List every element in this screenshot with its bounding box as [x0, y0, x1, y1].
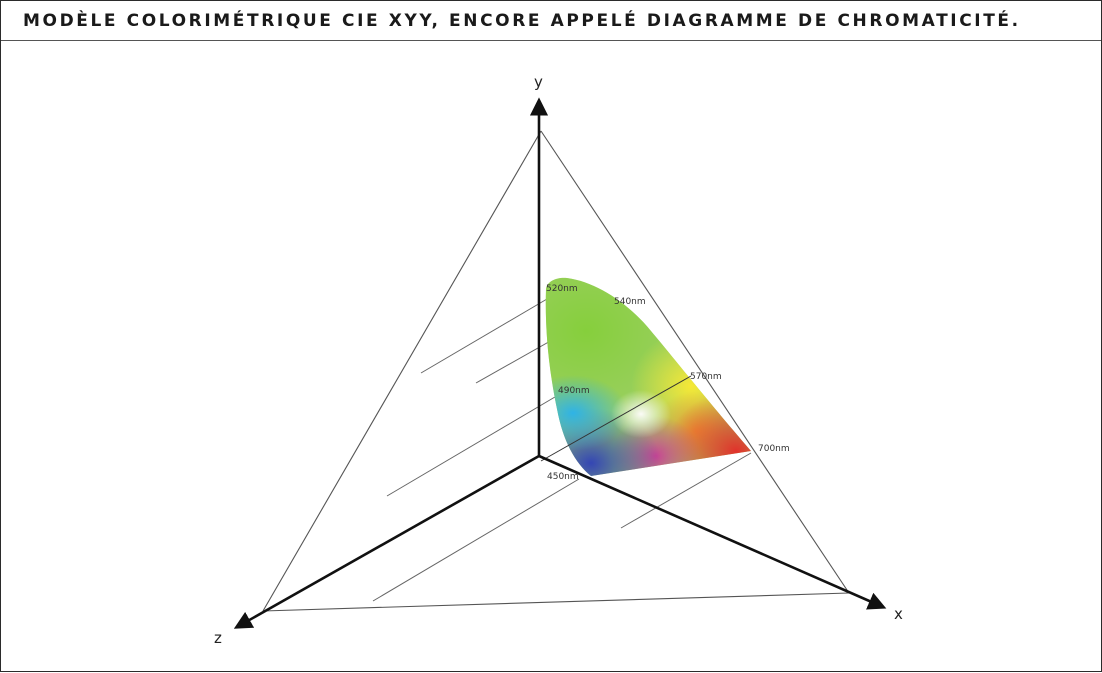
z-axis-label: z [214, 629, 222, 647]
projection-line-3 [386, 393, 561, 497]
projection-line-4 [372, 478, 580, 602]
triangle-edge-z-x [262, 592, 850, 612]
triangle-edge-y-x [540, 130, 850, 594]
projection-lines [372, 298, 752, 602]
x-axis [538, 454, 887, 610]
wavelength-label-520: 520nm [546, 284, 578, 294]
wavelength-label-700: 700nm [758, 444, 790, 454]
projection-line-6 [540, 375, 692, 462]
wavelength-label-450: 450nm [547, 472, 579, 482]
triangle-edge-y-z [262, 130, 542, 612]
reference-triangle [262, 130, 850, 612]
figure-title: MODÈLE COLORIMÉTRIQUE CIE XYY, ENCORE AP… [1, 1, 1101, 41]
wavelength-label-570: 570nm [690, 372, 722, 382]
wavelength-label-490: 490nm [558, 386, 590, 396]
x-axis-label: x [894, 605, 903, 623]
chromaticity-horseshoe [545, 277, 751, 476]
y-axis-label: y [534, 73, 543, 91]
projection-line-1 [420, 298, 548, 374]
z-axis [233, 454, 540, 629]
projection-line-5 [620, 452, 752, 529]
wavelength-label-540: 540nm [614, 297, 646, 307]
axes [233, 97, 887, 629]
